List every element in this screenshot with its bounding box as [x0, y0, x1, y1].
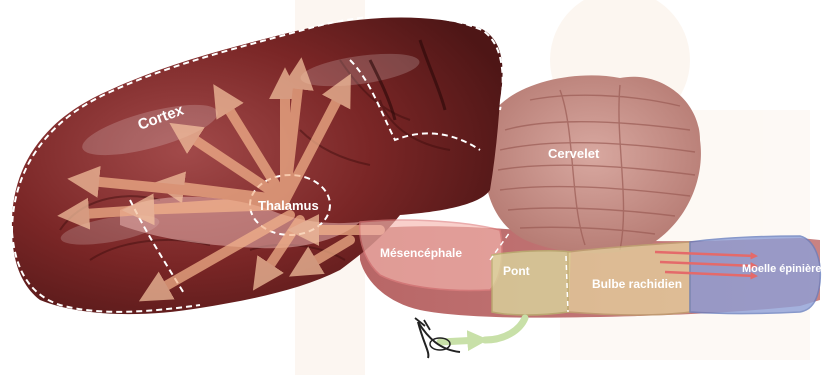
eye-icon — [415, 318, 525, 358]
label-thalamus: Thalamus — [258, 198, 319, 213]
label-cervelet: Cervelet — [548, 146, 600, 161]
label-moelle: Moelle épinière — [742, 263, 821, 275]
pont-overlay — [492, 251, 570, 315]
cerebellum — [485, 75, 701, 253]
label-bulbe: Bulbe rachidien — [592, 277, 682, 291]
label-mesencephale: Mésencéphale — [380, 246, 462, 260]
label-pont: Pont — [503, 264, 530, 278]
